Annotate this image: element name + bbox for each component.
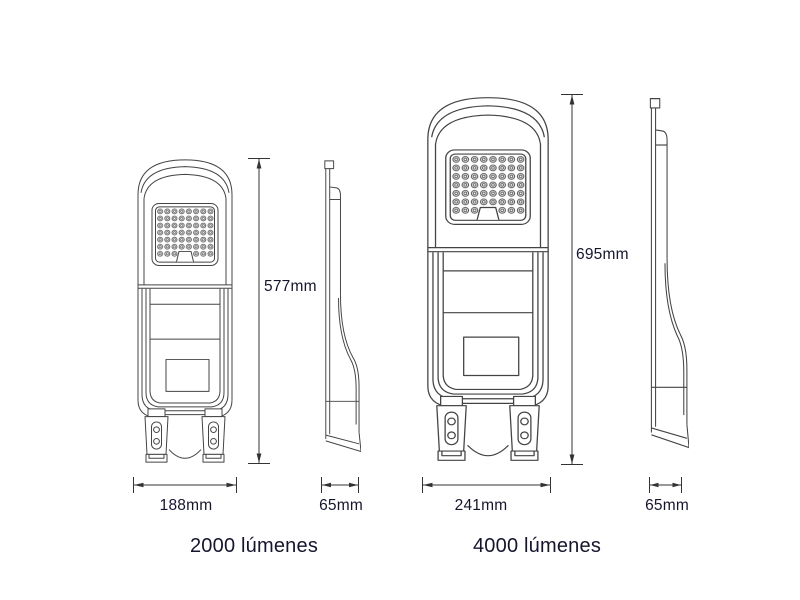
width-dimension-label-2000: 188mm bbox=[159, 497, 213, 514]
depth-dimension-label-2000: 65mm bbox=[319, 497, 363, 514]
front-view-drawing-4000 bbox=[424, 93, 552, 465]
width-dimension-label-4000: 241mm bbox=[454, 497, 508, 514]
width-dimension-4000 bbox=[422, 477, 551, 493]
height-dimension-2000 bbox=[248, 158, 270, 464]
side-view-drawing-2000 bbox=[324, 160, 361, 453]
height-dimension-label-2000: 577mm bbox=[264, 278, 317, 295]
depth-dimension-label-4000: 65mm bbox=[645, 497, 689, 514]
width-dimension-2000 bbox=[133, 477, 237, 493]
height-dimension-label-4000: 695mm bbox=[576, 246, 629, 263]
side-view-drawing-4000 bbox=[649, 98, 689, 449]
depth-dimension-2000 bbox=[321, 477, 359, 493]
height-dimension-4000 bbox=[561, 94, 583, 465]
lumens-label-4000: 4000 lúmenes bbox=[472, 535, 602, 557]
lumens-label-2000: 2000 lúmenes bbox=[189, 535, 319, 557]
front-view-drawing-2000 bbox=[135, 156, 235, 466]
depth-dimension-4000 bbox=[649, 477, 682, 493]
